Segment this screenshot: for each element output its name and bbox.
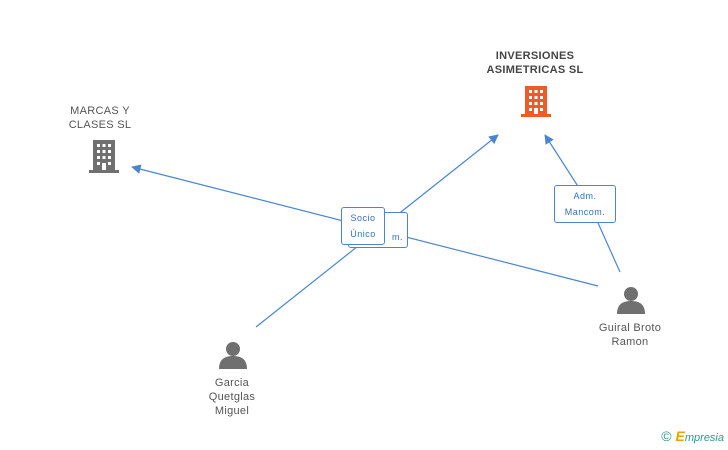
person-icon [219, 342, 247, 369]
brand-logo: ©Empresia [661, 428, 724, 444]
brand-e: E [675, 428, 685, 444]
copyright-icon: © [661, 428, 672, 444]
company-label-line: MARCAS Y [70, 105, 130, 117]
edge-label-line: Único [350, 229, 376, 239]
person-label-line: Guiral Broto [598, 322, 662, 334]
person-label-line: Garcia [214, 377, 250, 389]
company-label-marcas[interactable]: MARCAS Y CLASES SL [50, 104, 150, 132]
edge-label-line: Socio [350, 213, 376, 223]
person-label-garcia[interactable]: Garcia Quetglas Miguel [190, 376, 274, 418]
person-label-line: Miguel [214, 405, 250, 417]
edge-label-line: Adm. [573, 191, 597, 201]
company-label-inversiones[interactable]: INVERSIONES ASIMETRICAS SL [470, 49, 600, 77]
person-icon [617, 287, 645, 314]
company-label-line: CLASES SL [68, 119, 132, 131]
edge-label-adm-mancom: Adm. Mancom. [554, 185, 616, 223]
building-icon [89, 140, 119, 173]
company-label-line: INVERSIONES [495, 50, 575, 62]
edge-label-line: Mancom. [564, 207, 606, 217]
edge-label-socio-unico: Socio Único [341, 207, 385, 245]
edge-label-hidden-text: m. [392, 232, 403, 242]
person-label-line: Quetglas [208, 391, 256, 403]
company-label-line: ASIMETRICAS SL [486, 64, 584, 76]
person-label-line: Ramon [611, 336, 649, 348]
brand-text: mpresia [684, 432, 724, 444]
person-label-guiral[interactable]: Guiral Broto Ramon [580, 321, 680, 349]
building-icon [521, 86, 551, 117]
